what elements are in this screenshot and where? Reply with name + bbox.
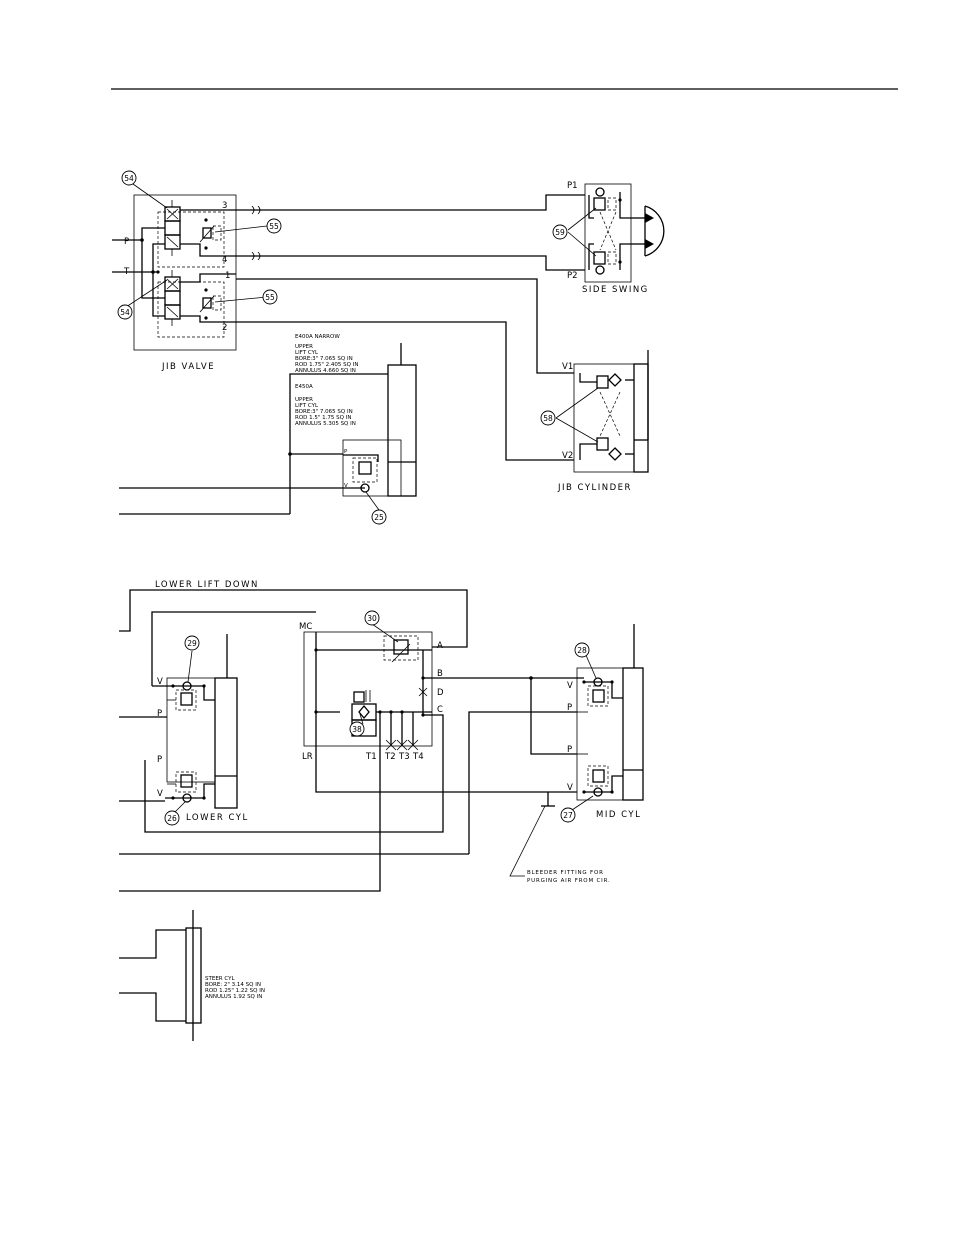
mid-cyl-title: MID CYL	[596, 810, 641, 820]
callout-28: 28	[577, 646, 587, 655]
callout-54-top-circle	[121, 170, 137, 186]
callout-58: 58	[543, 414, 553, 423]
side-swing-title: SIDE SWING	[582, 285, 649, 295]
callout-30-circle	[364, 610, 380, 626]
upper-narrow-line-5: ANNULUS 4.660 SQ IN	[295, 368, 356, 374]
steer-line-2: BORE: 2" 3.14 SQ IN	[205, 982, 261, 988]
steer-line-1: STEER CYL	[205, 976, 235, 982]
callout-25-circle	[371, 509, 387, 525]
jib-port-3: 3	[222, 201, 227, 211]
lower-port-p-top: P	[157, 709, 162, 719]
manifold-port-t4: T4	[412, 752, 424, 762]
bleeder-note-line1: BLEEDER FITTING FOR	[527, 870, 604, 876]
lower-port-p-bot: P	[157, 755, 162, 765]
line-port-2	[236, 321, 574, 461]
lower-cyl-return	[144, 714, 444, 833]
upper-wide-header: E450A	[295, 384, 313, 390]
lower-port-v-top: V	[157, 677, 163, 687]
callout-55-bottom-circle	[262, 289, 278, 305]
callout-59-circle	[552, 224, 568, 240]
upper-narrow-line-1: UPPER	[295, 344, 313, 350]
steer-line-3: ROD 1.25" 1.22 SQ IN	[205, 988, 265, 994]
line-port-4	[236, 255, 585, 271]
callout-25: 25	[374, 513, 384, 522]
bleeder-note-line2: PURGING AIR FROM CIR.	[527, 878, 611, 884]
upper-narrow-line-3: BORE:3" 7.065 SQ IN	[295, 356, 353, 362]
jib-valve	[133, 194, 237, 351]
jib-valve-title: JIB VALVE	[161, 362, 215, 372]
line-port-3	[236, 194, 585, 211]
upper-narrow-line-2: LIFT CYL	[295, 350, 319, 356]
jib-port-p: P	[124, 237, 129, 247]
line-port-c	[468, 711, 577, 854]
lower-port-v-bot: V	[157, 789, 163, 799]
manifold-port-t2: T2	[384, 752, 396, 762]
callout-55-bottom: 55	[265, 293, 275, 302]
line-port-1	[236, 278, 574, 374]
upper-port-p: P	[344, 449, 348, 455]
callout-26-circle	[164, 810, 180, 826]
side-swing-port-p1: P1	[567, 181, 578, 191]
callout-54-top: 54	[124, 174, 134, 183]
callout-26: 26	[167, 814, 177, 823]
upper-port-v: V	[344, 483, 348, 489]
upper-wide-line-4: ROD 1.5" 1.75 SQ IN	[295, 415, 351, 421]
line-t1-return	[119, 746, 381, 892]
lower-cyl-title: LOWER CYL	[186, 813, 249, 823]
callout-30: 30	[367, 614, 377, 623]
jib-port-2: 2	[222, 323, 227, 333]
callout-55-top: 55	[269, 222, 279, 231]
callout-29: 29	[187, 639, 197, 648]
mid-port-v-top: V	[567, 681, 573, 691]
callout-54-bottom-circle	[117, 304, 133, 320]
lower-lift-down-label: LOWER LIFT DOWN	[155, 580, 259, 590]
upper-wide-line-2: LIFT CYL	[295, 403, 319, 409]
callout-27: 27	[563, 811, 573, 820]
upper-narrow-header: E400A NARROW	[295, 334, 340, 340]
manifold-port-t1: T1	[365, 752, 377, 762]
manifold-port-t3: T3	[398, 752, 410, 762]
mid-port-v-bot: V	[567, 783, 573, 793]
mid-port-p-bot: P	[567, 745, 572, 755]
callout-54-bottom: 54	[120, 308, 130, 317]
callout-38-circle	[349, 721, 365, 737]
mid-cyl-block	[576, 624, 644, 801]
callout-58-circle	[540, 410, 556, 426]
callout-29-circle	[184, 635, 200, 651]
jib-port-4: 4	[222, 255, 227, 265]
manifold-port-c: C	[437, 705, 443, 715]
lower-cyl-block	[151, 611, 316, 809]
callout-55-top-circle	[266, 218, 282, 234]
manifold-port-lr: LR	[302, 752, 313, 762]
upper-wide-line-3: BORE:3" 7.065 SQ IN	[295, 409, 353, 415]
callout-leaders	[125, 183, 599, 813]
callout-38: 38	[352, 725, 362, 734]
manifold-port-a: A	[437, 641, 443, 651]
jib-cyl-port-v2: V2	[562, 451, 573, 461]
jib-port-1: 1	[225, 271, 230, 281]
callout-28-circle	[574, 642, 590, 658]
manifold-port-b: B	[437, 669, 443, 679]
manifold-port-d: D	[437, 688, 444, 698]
steer-line-4: ANNULUS 1.92 SQ IN	[205, 994, 262, 1000]
main-manifold	[303, 631, 433, 793]
callout-59: 59	[555, 228, 565, 237]
mid-port-p-top: P	[567, 703, 572, 713]
line-b-branch	[530, 678, 577, 755]
side-swing-port-p2: P2	[567, 271, 578, 281]
upper-wide-line-5: ANNULUS 5.305 SQ IN	[295, 421, 356, 427]
jib-cylinder-title: JIB CYLINDER	[557, 483, 632, 493]
lower-lift-down-line	[119, 589, 468, 648]
manifold-port-mc: MC	[299, 622, 312, 632]
steer-cyl-block	[119, 910, 202, 1041]
jib-cyl-port-v1: V1	[562, 362, 573, 372]
upper-narrow-line-4: ROD 1.75" 2.405 SQ IN	[295, 362, 358, 368]
side-swing-block	[584, 183, 665, 283]
callout-27-circle	[560, 807, 576, 823]
upper-wide-line-1: UPPER	[295, 397, 313, 403]
upper-lift-block	[288, 343, 417, 514]
jib-cylinder-block	[573, 350, 649, 473]
